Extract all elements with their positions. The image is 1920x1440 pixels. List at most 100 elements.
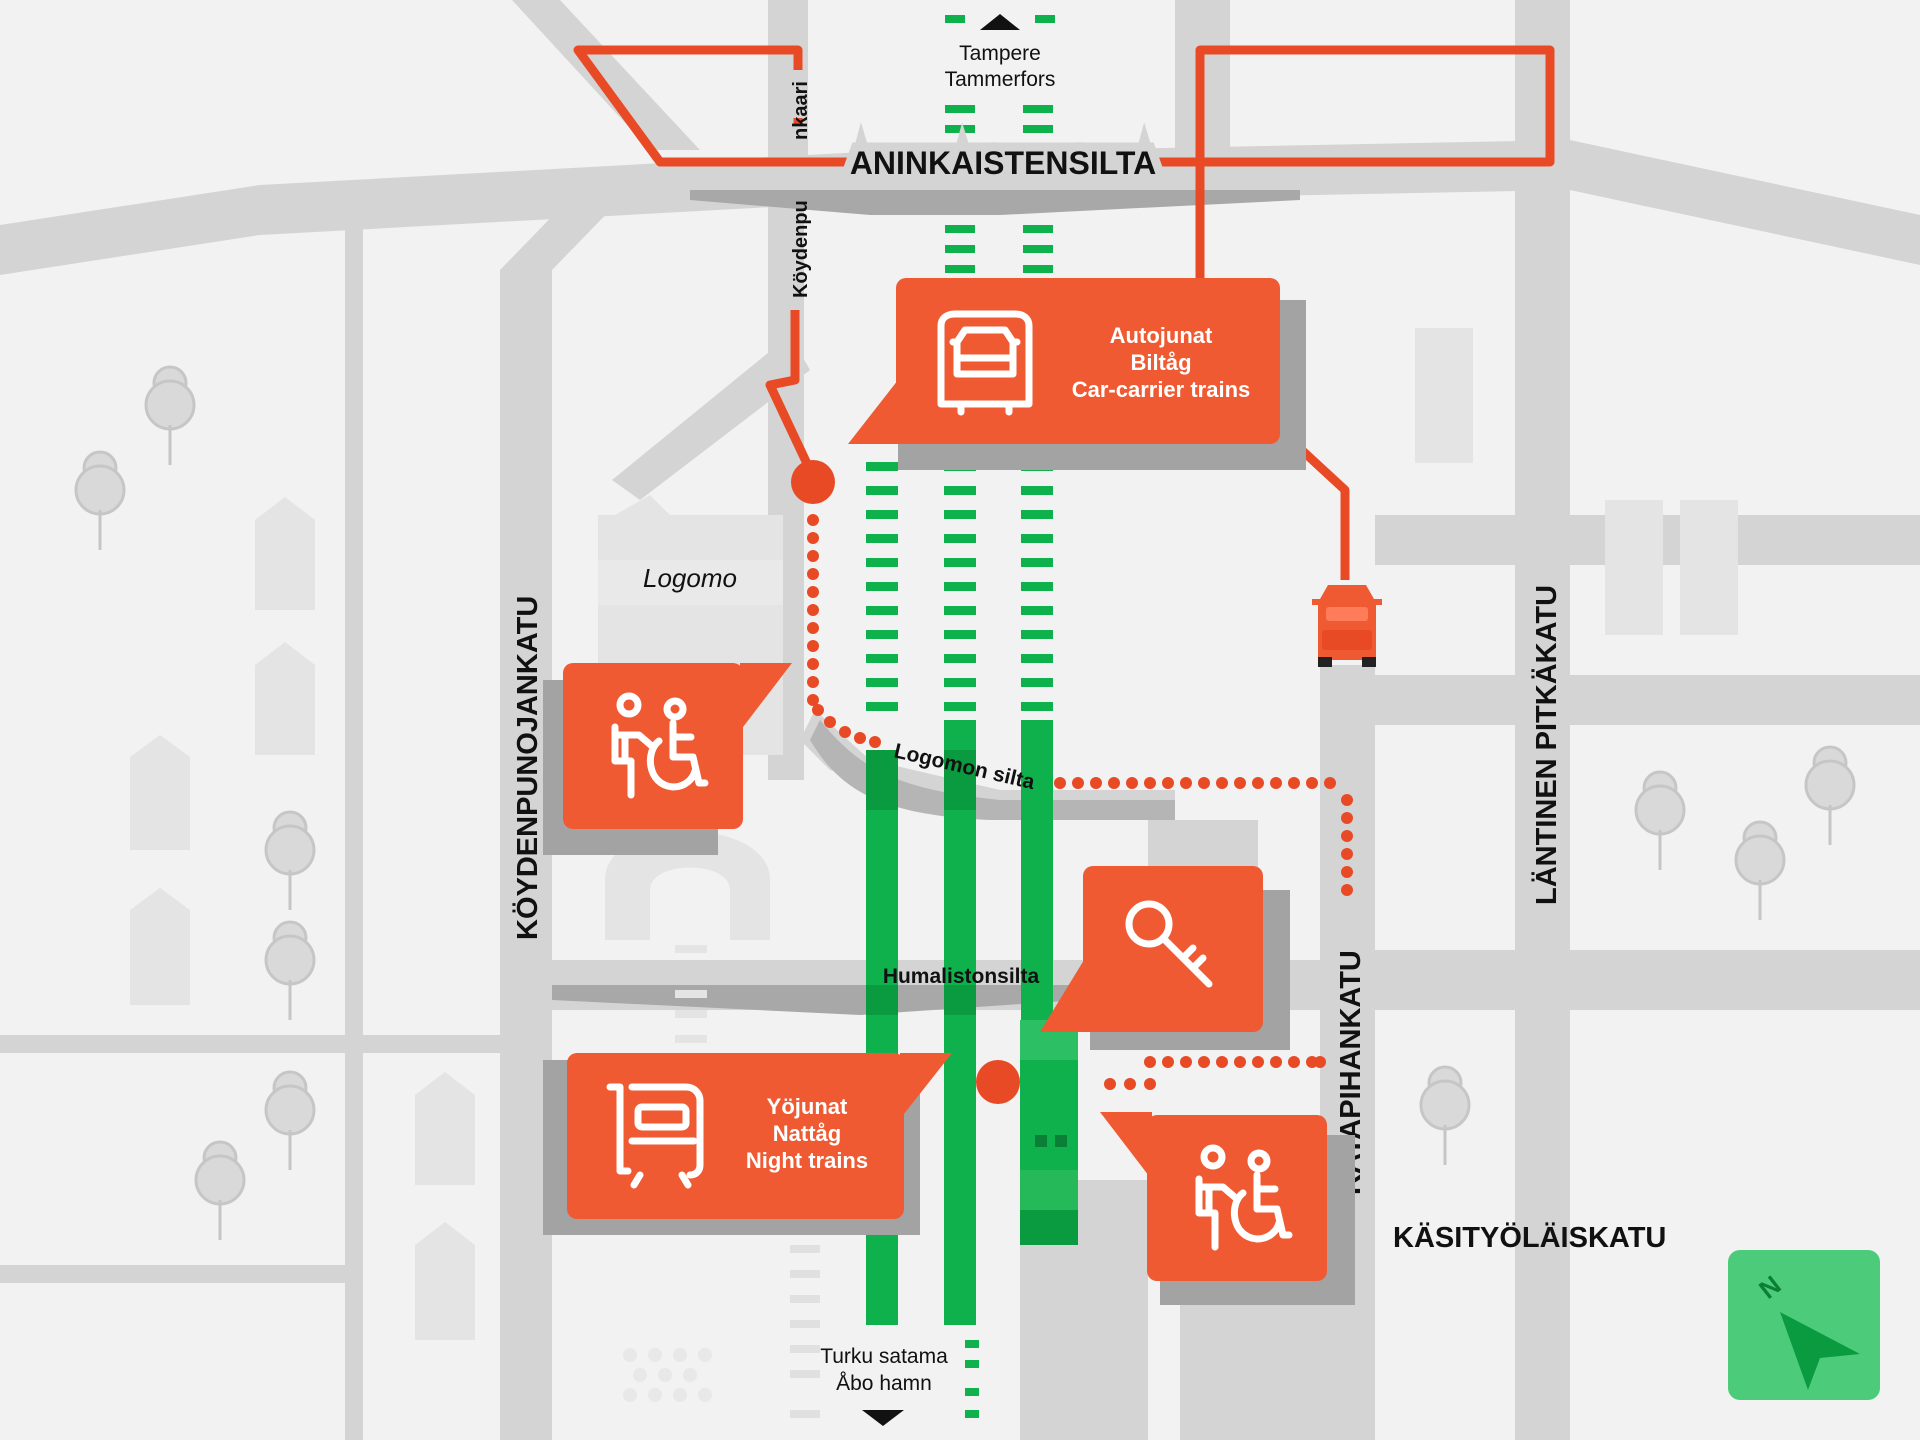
assistance-east-card[interactable] [1147,1115,1327,1281]
track-dash [866,582,898,591]
route-dot [1270,1056,1282,1068]
night-train-icon [606,1083,704,1189]
night-trains-card[interactable]: Yöjunat Nattåg Night trains [567,1053,904,1219]
accessibility-assistance-icon [1195,1144,1293,1251]
route-dot [1341,884,1353,896]
route-dot [807,676,819,688]
destination-north-2: Tammerfors [945,68,1056,91]
route-dot [807,694,819,706]
route-dot [807,514,819,526]
koydenpunojankaari-label-top: nkaari [790,81,812,140]
route-dot [812,704,824,716]
track-dash [944,606,976,615]
night-trains-line-2: Nattåg [772,1121,842,1146]
route-dot [1341,812,1353,824]
logomo-building: Logomo [598,560,783,605]
route-dot [1252,1056,1264,1068]
car-carrier-line-3: Car-carrier trains [1071,377,1251,402]
route-dot [1180,777,1192,789]
compass[interactable]: N [1728,1250,1880,1400]
route-dot [1341,866,1353,878]
key-icon [1125,900,1213,988]
track-dash [866,534,898,543]
accessibility-assistance-icon [611,692,709,799]
route-dot [1288,777,1300,789]
track-dash [944,630,976,639]
car-carrier-line-1: Autojunat [1109,323,1213,348]
track-dash [866,462,898,471]
car-carrier-card[interactable]: Autojunat Biltåg Car-carrier trains [896,278,1280,444]
route-dot [1144,1078,1156,1090]
track-dash [944,582,976,591]
route-dot [1324,777,1336,789]
logomo-label: Logomo [643,563,737,593]
track-dash [944,510,976,519]
track-dash [866,486,898,495]
track-dash [944,654,976,663]
car-carrier-line-2: Biltåg [1130,350,1192,375]
route-dot [807,604,819,616]
track-dash [944,486,976,495]
koydenpunojankaari-label-bottom: Köydenpu [790,200,812,298]
destination-north-1: Tampere [959,42,1041,65]
route-dot [1306,777,1318,789]
track-dash [944,678,976,687]
route-dot [807,550,819,562]
track-dash [944,558,976,567]
route-dot [1072,777,1084,789]
route-dot [1144,777,1156,789]
car-carrier-train-icon [937,310,1033,416]
track-dash [866,702,898,711]
route-dot [1288,1056,1300,1068]
track-dash [866,510,898,519]
route-dot [1104,1078,1116,1090]
track-dash [1021,558,1053,567]
track-dash [866,678,898,687]
car-carrier-card-pointer [848,380,928,444]
navigation-arrow-icon: N [1753,1270,1860,1390]
key-service-card[interactable] [1083,866,1263,1032]
car-icon [1312,585,1382,667]
route-dot [807,586,819,598]
route-dot [807,640,819,652]
route-dot [1234,777,1246,789]
north-arrow-icon [980,14,1020,30]
track-dash [944,702,976,711]
route-dot [1341,830,1353,842]
lantinen-pitkakatu-label: LÄNTINEN PITKÄKATU [1530,585,1563,905]
track-dash [866,606,898,615]
waypoint-marker [791,460,835,504]
railway-tracks [790,15,1055,1418]
route-dot [1216,777,1228,789]
track-dash [866,558,898,567]
route-dot [1198,1056,1210,1068]
route-dot [1341,848,1353,860]
route-dot [1270,777,1282,789]
track-dash [1021,486,1053,495]
track-dash [1021,510,1053,519]
route-dot [1108,777,1120,789]
route-dot [807,622,819,634]
track-dash [1021,534,1053,543]
walking-route [807,514,1353,1090]
track-dash [1021,606,1053,615]
route-dot [1234,1056,1246,1068]
kasityolaiskatu-label: KÄSITYÖLÄISKATU [1393,1221,1666,1254]
route-dot [824,716,836,728]
route-dot [869,736,881,748]
aninkaistensilta-bridge [690,190,1300,215]
aninkaistensilta-label: ANINKAISTENSILTA [850,145,1156,181]
route-dot [1252,777,1264,789]
assistance-west-card[interactable] [563,663,743,829]
track-dash [1021,702,1053,711]
route-dot [807,532,819,544]
compass-north-label: N [1753,1270,1786,1305]
humalistonsilta-label: Humalistonsilta [883,965,1040,988]
route-dot [1216,1056,1228,1068]
destination-south-2: Åbo hamn [836,1372,932,1395]
track-dash [1021,582,1053,591]
night-trains-pointer [900,1053,952,1119]
destination-south-1: Turku satama [820,1345,948,1368]
